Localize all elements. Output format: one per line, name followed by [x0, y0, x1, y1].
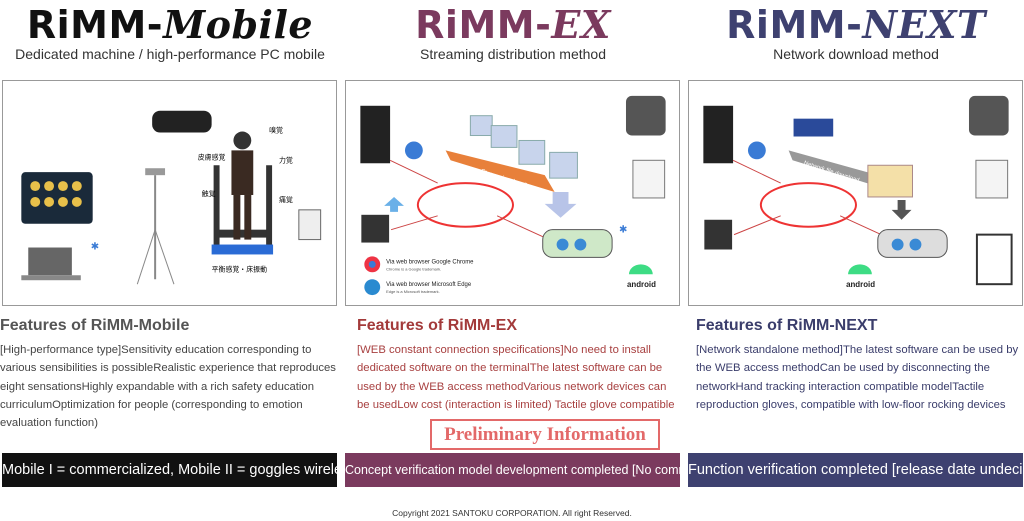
controller-box — [632, 159, 666, 199]
android-label: android — [627, 280, 656, 289]
sense-label: 力覚 — [279, 155, 293, 164]
chrome-note: Chrome is a Google trademark. — [386, 266, 441, 271]
rimm-next-features-title: Features of RiMM-NEXT — [696, 317, 878, 334]
logo-main: RiMM- — [26, 3, 164, 47]
android-icon — [628, 264, 653, 275]
tactile-gloves-icon — [968, 95, 1009, 136]
edge-note: Edge is a Microsoft trademark. — [386, 289, 440, 294]
logo-suffix: NEXT — [862, 2, 986, 47]
streaming-arrow — [445, 150, 555, 193]
laptop-icon — [28, 247, 72, 276]
logo-main: RiMM- — [415, 3, 552, 47]
upload-arrow-icon — [384, 196, 404, 212]
edge-icon — [364, 279, 381, 296]
sense-label: 嗅覚 — [269, 126, 283, 135]
sense-label: 痛覚 — [279, 195, 293, 204]
file-window-icon — [793, 118, 834, 137]
sense-label: 触覚 — [202, 189, 216, 198]
rimm-next-subtitle: Network download method — [773, 46, 939, 62]
globe-icon — [747, 141, 766, 160]
rimm-ex-status-bar: Concept verification model development c… — [345, 453, 680, 487]
floor-platform — [211, 244, 274, 255]
vr-headset-icon — [152, 110, 212, 133]
rimm-mobile-features-title: Features of RiMM-Mobile — [0, 317, 190, 334]
rimm-ex-features-title: Features of RiMM-EX — [357, 317, 518, 334]
rimm-mobile-status-bar: Mobile I = commercialized, Mobile II = g… — [2, 453, 337, 487]
rimm-mobile-features-text: [High-performance type]Sensitivity educa… — [0, 344, 336, 430]
person-figure — [233, 131, 252, 150]
server-icon — [703, 105, 734, 164]
globe-icon — [404, 141, 423, 160]
rimm-ex-illustration: Streaming loading ✱ Via web browser Goog… — [345, 80, 680, 306]
download-arrow — [788, 150, 883, 189]
bluetooth-icon: ✱ — [91, 241, 99, 252]
rimm-next-status-bar: Function verification completed [release… — [688, 453, 1023, 487]
local-server-icon — [361, 214, 390, 243]
android-icon — [848, 264, 872, 275]
rimm-mobile-logo: RiMM-Mobile — [0, 2, 340, 47]
logo-main: RiMM- — [726, 3, 863, 47]
network-ring — [416, 182, 514, 228]
controller-box — [975, 159, 1009, 199]
tactile-gloves-icon — [625, 95, 666, 136]
local-server-icon — [704, 219, 733, 250]
folder-icon — [867, 164, 913, 198]
rimm-ex-subtitle: Streaming distribution method — [420, 46, 606, 62]
rocking-device-icon — [975, 233, 1013, 286]
logo-suffix: EX — [551, 2, 611, 47]
network-ring — [759, 182, 857, 228]
server-icon — [360, 105, 391, 164]
rimm-ex-logo: RiMM-EX — [343, 2, 683, 47]
download-arrow-icon — [544, 192, 577, 218]
tablet-screen — [21, 172, 93, 224]
rimm-next-illustration: Network file download android — [688, 80, 1023, 306]
rimm-next-logo: RiMM-NEXT — [686, 2, 1024, 47]
android-label: android — [846, 280, 875, 289]
rimm-mobile-illustration: ✱ 嗅覚 皮膚感覚 力覚 触覚 痛覚 平衡感覚・床振動 — [2, 80, 337, 306]
chrome-label: Via web browser Google Chrome — [386, 259, 474, 265]
rimm-mobile-subtitle: Dedicated machine / high-performance PC … — [15, 46, 325, 62]
logo-suffix: Mobile — [163, 2, 314, 47]
sense-label: 平衡感覚・床振動 — [212, 264, 267, 273]
rimm-ex-features-text: [WEB constant connection specifications]… — [357, 344, 675, 411]
rimm-next-features-text: [Network standalone method]The latest so… — [696, 344, 1019, 411]
preliminary-information-stamp: Preliminary Information — [430, 419, 660, 450]
copyright: Copyright 2021 SANTOKU CORPORATION. All … — [392, 508, 632, 518]
sense-label: 皮膚感覚 — [198, 152, 226, 161]
bluetooth-icon: ✱ — [619, 225, 627, 236]
edge-label: Via web browser Microsoft Edge — [386, 282, 472, 288]
